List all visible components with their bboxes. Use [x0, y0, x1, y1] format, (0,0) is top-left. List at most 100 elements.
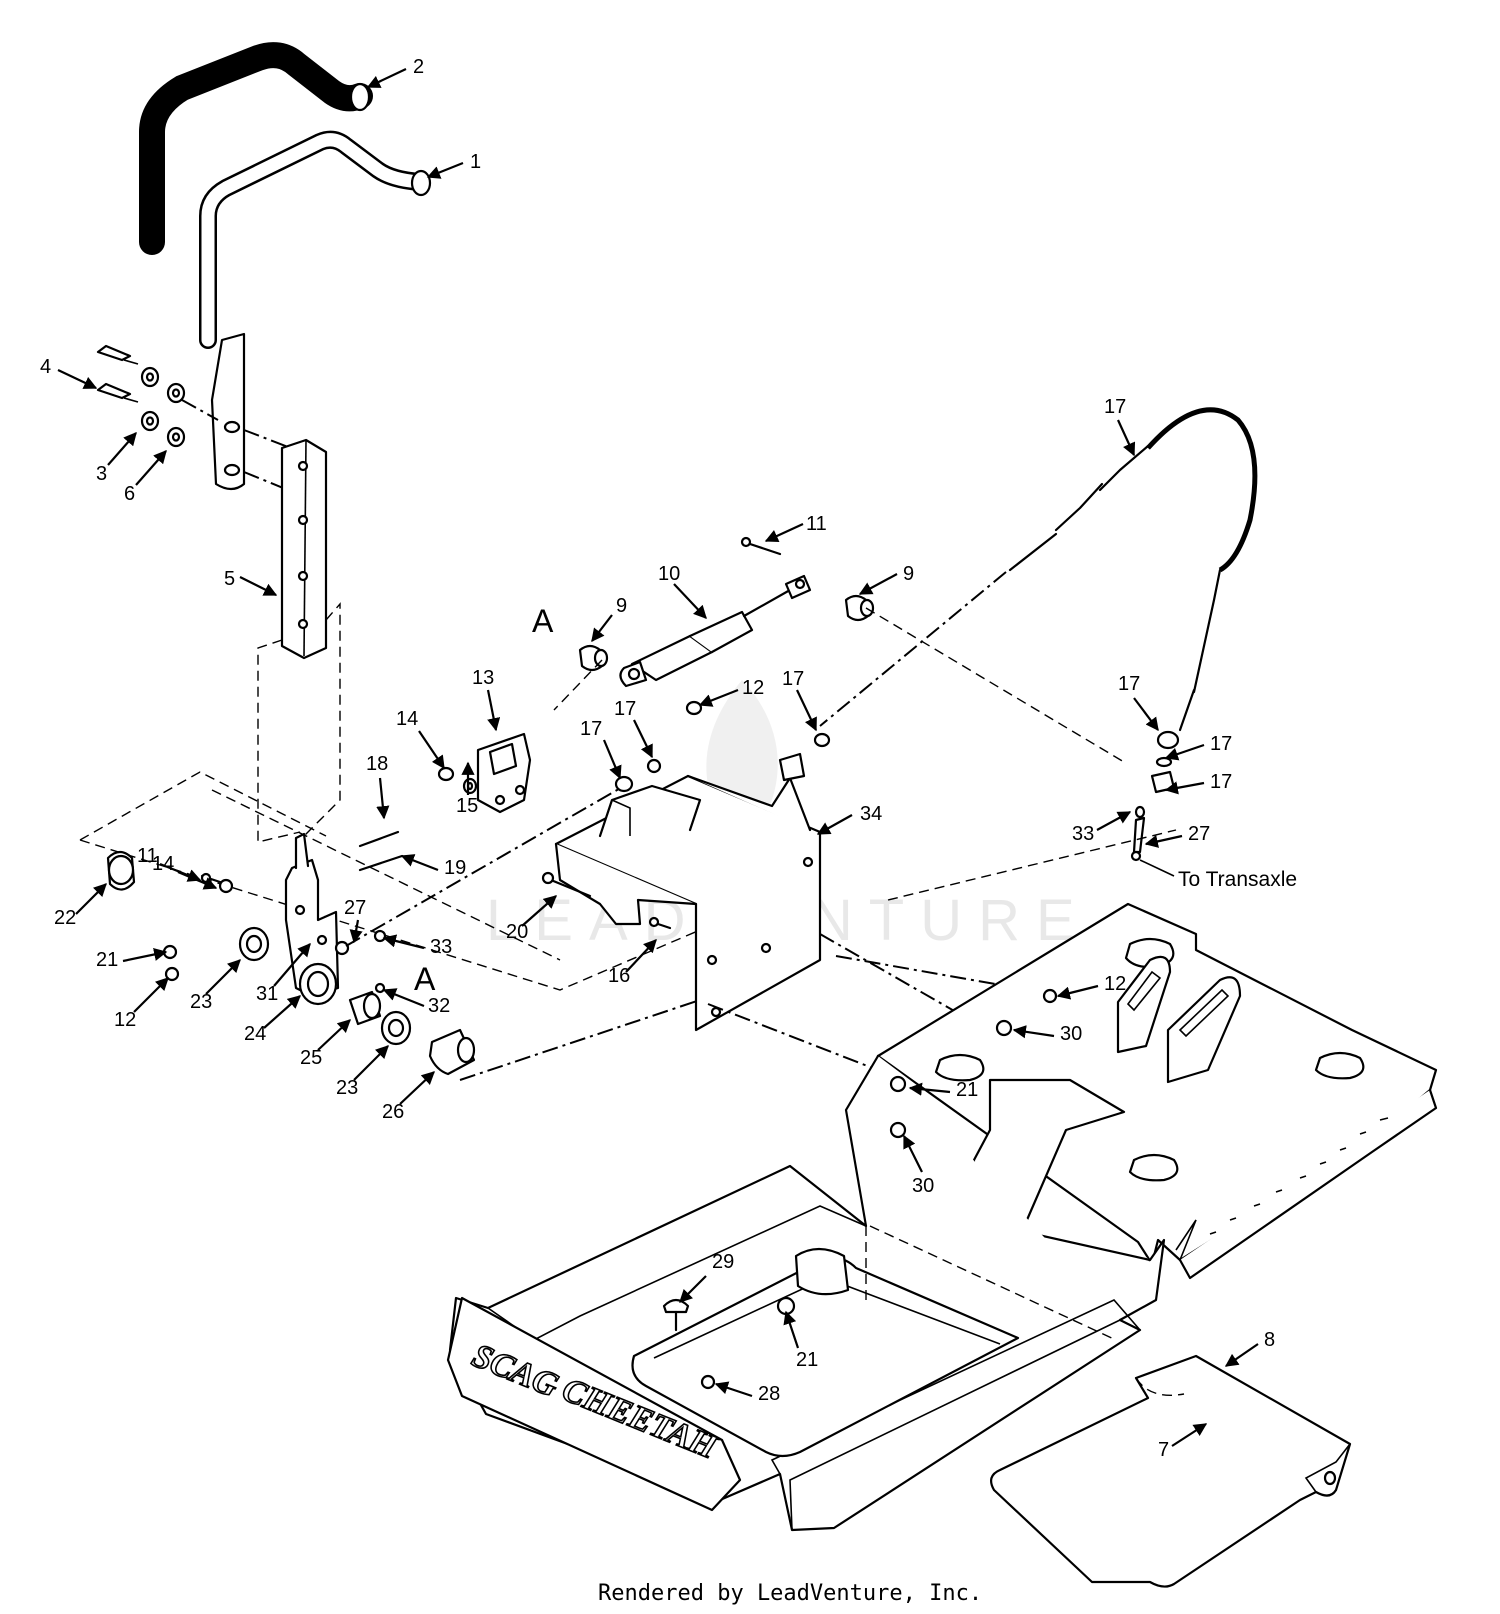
bolts-part-18-19 — [358, 830, 404, 872]
bolts-part-4 — [96, 344, 139, 403]
callout-note: To Transaxle — [1178, 868, 1297, 891]
callout-leader-arrow — [263, 995, 301, 1029]
part-number-label: 12 — [1104, 973, 1126, 995]
part-number-label: 17 — [1210, 771, 1232, 793]
bolt-part-20 — [541, 871, 592, 898]
callout-leader-arrow — [75, 883, 107, 915]
bracket-part-34 — [554, 752, 822, 1032]
section-marker-label: A — [532, 603, 554, 639]
part-number-label: 17 — [614, 698, 636, 720]
part-number-label: 7 — [1158, 1439, 1169, 1461]
callout-leader-arrow — [1144, 834, 1183, 848]
part-number-label: 1 — [470, 151, 481, 173]
callout-leader-arrow — [135, 450, 167, 486]
pivot-bracket — [284, 832, 340, 998]
callout-leader-arrow — [426, 161, 464, 179]
callout-leader-arrow — [353, 1045, 389, 1081]
spacer-part-9-left — [578, 644, 609, 672]
callout-leader-arrow — [122, 947, 168, 963]
part-number-label: 17 — [782, 668, 804, 690]
callout-leader-arrow — [816, 814, 853, 835]
callout-leader-arrow — [366, 68, 407, 88]
washer-part-15 — [462, 777, 478, 795]
part-number-label: 16 — [608, 965, 630, 987]
part-number-label: 14 — [396, 708, 418, 730]
part-number-label: 10 — [658, 563, 680, 585]
part-number-label: 12 — [742, 677, 764, 699]
callout-leader-arrow — [273, 942, 311, 987]
bushing-part-22 — [106, 850, 136, 891]
handle-grip-part-2 — [139, 42, 373, 255]
part-number-label: 31 — [256, 983, 278, 1005]
part-number-label: 13 — [472, 667, 494, 689]
handle-tube-part-1 — [199, 130, 432, 349]
part-number-label: 27 — [1188, 823, 1210, 845]
callout-leader-arrow — [714, 1381, 753, 1398]
part-number-label: 32 — [428, 995, 450, 1017]
screw-part-32 — [374, 982, 386, 994]
part-number-label: 8 — [1264, 1329, 1275, 1351]
part-number-label: 34 — [860, 803, 882, 825]
nuts-part-17-bracket — [614, 732, 831, 793]
callout-leader-arrow — [1224, 1343, 1259, 1367]
callout-leader-arrow — [177, 870, 218, 890]
callout-leader-arrow — [382, 934, 425, 950]
part-number-label: 20 — [506, 921, 528, 943]
callout-leader-arrow — [1116, 419, 1136, 457]
part-number-label: 17 — [1118, 673, 1140, 695]
callout-leader-arrow — [521, 895, 557, 927]
callout-leader-arrow — [673, 583, 707, 619]
part-number-label: 24 — [244, 1023, 266, 1045]
part-number-label: 27 — [344, 897, 366, 919]
callout-leader-arrow — [205, 959, 241, 995]
spacer-part-25 — [348, 990, 382, 1026]
callout-leader-arrow — [382, 988, 425, 1008]
callout-leader-arrow — [376, 777, 390, 820]
part-number-label: 21 — [956, 1079, 978, 1101]
part-number-label: 30 — [912, 1175, 934, 1197]
spacer-part-9-right — [844, 594, 875, 622]
part-number-label: 33 — [430, 936, 452, 958]
callout-leader-arrow — [679, 1275, 707, 1303]
part-number-label: 17 — [1210, 733, 1232, 755]
callout-leader-arrow — [908, 1082, 951, 1096]
bolt-part-11-top — [740, 536, 782, 556]
part-number-label: 22 — [54, 907, 76, 929]
nut-part-33-left — [373, 929, 387, 943]
callout-leader-arrow — [783, 1310, 800, 1349]
callout-leader-arrow — [903, 1134, 923, 1173]
callout-leader-arrow — [1133, 697, 1159, 732]
callout-leader-arrow — [133, 977, 169, 1013]
nut-part-14-left — [218, 878, 234, 894]
part-number-label: 23 — [190, 991, 212, 1013]
nut-part-12-top — [685, 700, 703, 716]
part-number-label: 33 — [1072, 823, 1094, 845]
callout-leader-arrow — [858, 573, 898, 595]
part-number-label: 17 — [1104, 396, 1126, 418]
callout-leader-arrow — [107, 432, 137, 466]
part-number-label: 26 — [382, 1101, 404, 1123]
part-number-label: 3 — [96, 463, 107, 485]
part-number-label: 11 — [137, 845, 158, 867]
flat-washers-part-6 — [166, 382, 186, 448]
floor-pan-part-8 — [989, 1354, 1352, 1588]
bearing-part-23-upper — [238, 926, 270, 962]
part-number-label: 9 — [616, 595, 627, 617]
ball-joint-part-27-left — [334, 940, 350, 956]
part-number-label: 30 — [1060, 1023, 1082, 1045]
callout-leader-arrow — [399, 1071, 435, 1105]
callout-leader-arrow — [400, 854, 439, 872]
part-number-label: 15 — [456, 795, 478, 817]
part-number-label: 2 — [413, 56, 424, 78]
part-number-label: 4 — [40, 356, 51, 378]
frame-hardware — [662, 988, 1218, 1428]
part-number-label: 19 — [444, 857, 466, 879]
callout-leader-arrow — [486, 689, 501, 732]
part-number-label: 25 — [300, 1047, 322, 1069]
footer-credit: Rendered by LeadVenture, Inc. — [598, 1581, 982, 1606]
callout-leader-arrow — [602, 739, 622, 780]
part-number-label: 28 — [758, 1383, 780, 1405]
mounting-plate-part-13 — [476, 732, 532, 814]
